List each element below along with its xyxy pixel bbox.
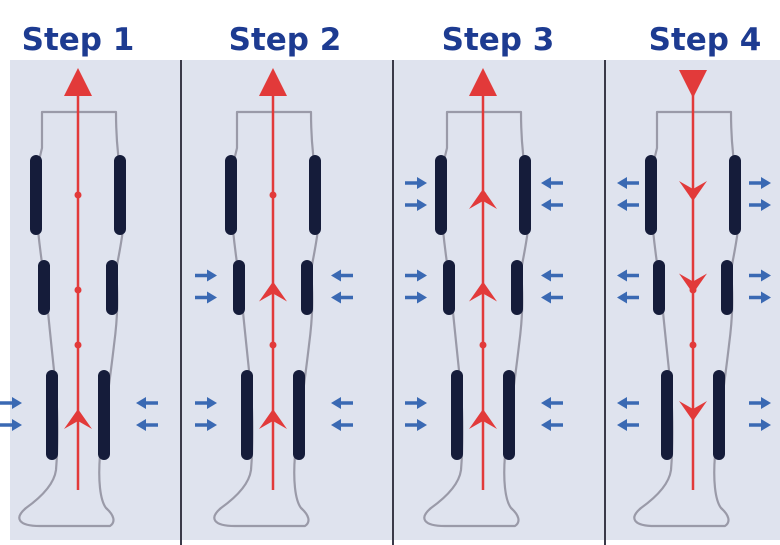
pressure-arrow-icon bbox=[405, 397, 427, 409]
pressure-arrow-icon bbox=[617, 419, 639, 431]
pressure-arrow-icon bbox=[0, 419, 22, 431]
cuff-right bbox=[721, 260, 733, 315]
pressure-arrow-icon bbox=[541, 270, 563, 282]
cuff-left bbox=[233, 260, 245, 315]
cuff-right bbox=[503, 370, 515, 460]
pressure-arrow-icon bbox=[617, 177, 639, 189]
step-panel-2: Step 2 bbox=[195, 0, 385, 545]
pressure-arrow-icon bbox=[195, 397, 217, 409]
pressure-arrow-icon bbox=[617, 292, 639, 304]
leg-illustration-2 bbox=[195, 60, 385, 545]
pressure-arrow-icon bbox=[136, 397, 158, 409]
flow-node-marker bbox=[690, 287, 697, 294]
pressure-arrow-icon bbox=[0, 397, 22, 409]
flow-up-arrow-icon bbox=[469, 68, 497, 96]
panel-divider bbox=[604, 60, 606, 545]
cuff-left bbox=[38, 260, 50, 315]
pressure-arrow-icon bbox=[541, 292, 563, 304]
cuff-left bbox=[435, 155, 447, 235]
pressure-arrow-icon bbox=[331, 419, 353, 431]
cuff-left bbox=[241, 370, 253, 460]
pressure-arrow-icon bbox=[405, 292, 427, 304]
leg-illustration-4 bbox=[615, 60, 780, 545]
flow-node-marker bbox=[75, 342, 82, 349]
cuff-right bbox=[301, 260, 313, 315]
pressure-arrow-icon bbox=[541, 419, 563, 431]
flow-node-marker bbox=[270, 342, 277, 349]
pressure-arrow-icon bbox=[749, 270, 771, 282]
cuff-right bbox=[713, 370, 725, 460]
cuff-right bbox=[114, 155, 126, 235]
pressure-arrow-icon bbox=[617, 397, 639, 409]
pressure-arrow-icon bbox=[749, 199, 771, 211]
cuff-right bbox=[98, 370, 110, 460]
cuff-right bbox=[106, 260, 118, 315]
step-title: Step 3 bbox=[403, 22, 593, 58]
cuff-left bbox=[225, 155, 237, 235]
step-title: Step 2 bbox=[190, 22, 380, 58]
cuff-left bbox=[443, 260, 455, 315]
flow-node-marker bbox=[480, 342, 487, 349]
flow-node-marker bbox=[75, 192, 82, 199]
cuff-right bbox=[511, 260, 523, 315]
pressure-arrow-icon bbox=[749, 419, 771, 431]
flow-node-marker bbox=[75, 287, 82, 294]
flow-node-marker bbox=[480, 192, 487, 199]
cuff-right bbox=[519, 155, 531, 235]
cuff-left bbox=[661, 370, 673, 460]
pressure-arrow-icon bbox=[331, 397, 353, 409]
pressure-arrow-icon bbox=[541, 397, 563, 409]
pressure-arrow-icon bbox=[195, 270, 217, 282]
pressure-arrow-icon bbox=[405, 270, 427, 282]
cuff-left bbox=[46, 370, 58, 460]
step-title: Step 4 bbox=[610, 22, 780, 58]
flow-up-arrow-icon bbox=[259, 68, 287, 96]
pressure-arrow-icon bbox=[405, 419, 427, 431]
pressure-arrow-icon bbox=[541, 199, 563, 211]
pressure-arrow-icon bbox=[331, 292, 353, 304]
step-title: Step 1 bbox=[0, 22, 173, 58]
panel-divider bbox=[392, 60, 394, 545]
step-panel-1: Step 1 bbox=[0, 0, 190, 545]
flow-node-marker bbox=[690, 342, 697, 349]
pressure-arrow-icon bbox=[136, 419, 158, 431]
pressure-arrow-icon bbox=[617, 199, 639, 211]
pressure-arrow-icon bbox=[749, 177, 771, 189]
flow-up-arrow-icon bbox=[64, 68, 92, 96]
pressure-arrow-icon bbox=[617, 270, 639, 282]
step-panel-3: Step 3 bbox=[405, 0, 595, 545]
cuff-left bbox=[451, 370, 463, 460]
step-panel-4: Step 4 bbox=[615, 0, 780, 545]
cuff-right bbox=[729, 155, 741, 235]
flow-node-marker bbox=[690, 192, 697, 199]
leg-illustration-3 bbox=[405, 60, 595, 545]
pressure-arrow-icon bbox=[331, 270, 353, 282]
flow-down-arrow-icon bbox=[679, 70, 707, 98]
pressure-arrow-icon bbox=[195, 292, 217, 304]
flow-node-marker bbox=[270, 192, 277, 199]
pressure-arrow-icon bbox=[749, 397, 771, 409]
cuff-left bbox=[645, 155, 657, 235]
cuff-left bbox=[653, 260, 665, 315]
pressure-arrow-icon bbox=[541, 177, 563, 189]
leg-illustration-1 bbox=[0, 60, 190, 545]
cuff-right bbox=[293, 370, 305, 460]
flow-node-marker bbox=[480, 287, 487, 294]
pressure-arrow-icon bbox=[749, 292, 771, 304]
cuff-right bbox=[309, 155, 321, 235]
pressure-arrow-icon bbox=[195, 419, 217, 431]
pressure-arrow-icon bbox=[405, 177, 427, 189]
pressure-arrow-icon bbox=[405, 199, 427, 211]
flow-node-marker bbox=[270, 287, 277, 294]
cuff-left bbox=[30, 155, 42, 235]
